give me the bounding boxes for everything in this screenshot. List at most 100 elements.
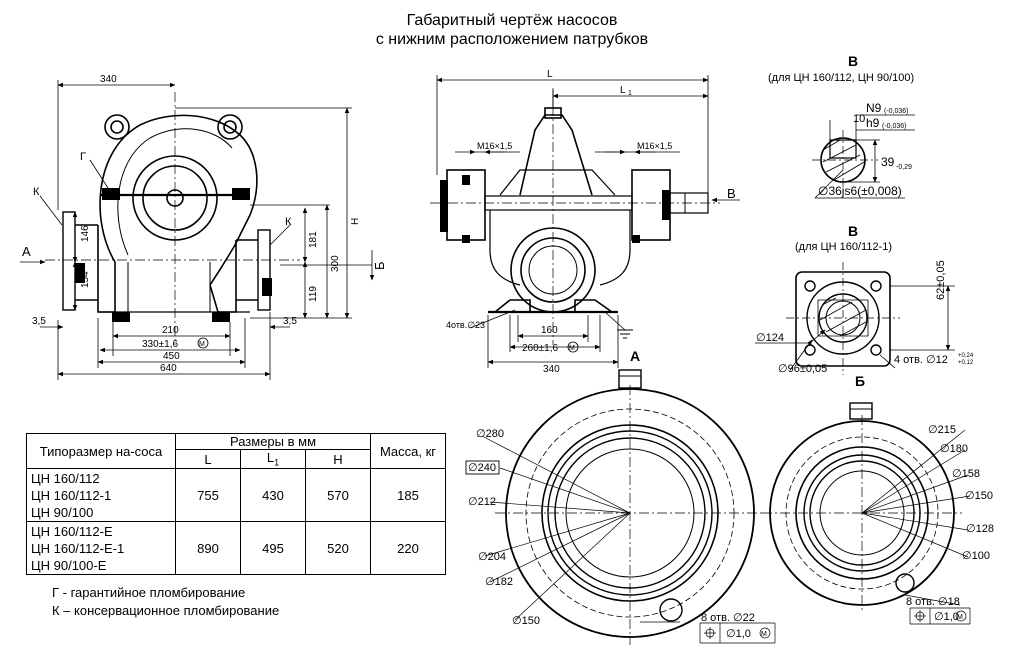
header-model: Типоразмер на-сосa [26, 433, 176, 469]
row1-models: ЦН 160/112 ЦН 160/112-1 ЦН 90/100 [26, 468, 176, 522]
mid-top-casing [519, 114, 593, 196]
row2-mass: 220 [370, 521, 446, 575]
row1-L: 755 [175, 468, 241, 522]
table-row: ЦН 160/112-Е ЦН 160/112-Е-1 ЦН 90/100-Е … [26, 521, 446, 575]
dim-v2-tol-minus: +0,12 [958, 360, 974, 366]
flange-a-title: А [630, 348, 640, 364]
svg-text:M: M [569, 345, 575, 352]
header-L1: L1 [240, 449, 306, 469]
dim-146: 146 [80, 225, 91, 242]
dim-3-5-left: 3,5 [32, 316, 46, 327]
header-dims: Размеры в мм [175, 432, 371, 451]
dim-L: L [547, 69, 553, 80]
dim-v2-holes: 4 отв. ∅12 [894, 354, 948, 366]
left-view-dimensions [20, 80, 375, 380]
left-volute-casing [99, 114, 258, 286]
dim-L1: L [620, 85, 626, 96]
dim-N9-tol: (-0,036) [884, 108, 909, 115]
note-guarantee-seal: Г - гарантийное пломбирование [52, 585, 246, 600]
dim-H: H [350, 218, 361, 225]
dim-a-280: ∅280 [476, 428, 504, 440]
note-conservation-seal: К – консервационное пломбирование [52, 603, 280, 618]
dim-160: 160 [541, 325, 558, 336]
header-L1-main: L [266, 450, 275, 466]
dim-330: 330±1,6 [142, 339, 179, 350]
row2-L1: 495 [240, 521, 306, 575]
dim-a-182: ∅182 [485, 576, 513, 588]
dim-m16-left: М16×1,5 [477, 141, 512, 151]
table-subheader-row: L L1 H [27, 449, 446, 469]
row1-model-3: ЦН 90/100 [31, 504, 94, 520]
label-A-arrow: А [22, 244, 31, 259]
dim-b-tol: ∅1,0 [934, 611, 959, 623]
flange-b-bolt-hole [895, 573, 915, 593]
view-v1: В (для ЦН 160/112, ЦН 90/100) 10 N9 (-0,… [768, 53, 915, 199]
dim-holes-23: 4отв.∅23 [446, 320, 485, 330]
row2-model-3: ЦН 90/100-Е [31, 557, 107, 573]
dim-a-212: ∅212 [468, 496, 496, 508]
dim-260: 260±1,6 [522, 343, 559, 354]
row1-mass: 185 [370, 468, 446, 522]
dim-m16-right: М16×1,5 [637, 141, 672, 151]
row1-model-2: ЦН 160/112-1 [31, 487, 112, 503]
dim-a-holes: 8 отв. ∅22 [701, 612, 755, 624]
left-top-lug-right [217, 114, 243, 140]
dim-b-215: ∅215 [928, 424, 956, 436]
svg-text:M: M [199, 341, 205, 348]
spec-table: Типоразмер на-сосa Размеры в мм Масса, к… [26, 432, 446, 575]
dim-210: 210 [162, 325, 179, 336]
dim-119: 119 [308, 286, 319, 302]
dim-640: 640 [160, 363, 177, 374]
dim-v2-tol-plus: +0,24 [958, 353, 974, 359]
label-B-arrow: Б [372, 261, 387, 270]
dim-b-150: ∅150 [965, 490, 993, 502]
dim-b-128: ∅128 [966, 523, 994, 535]
dim-b-158: ∅158 [952, 468, 980, 480]
view-v2: В (для ЦН 160/112-1) 62±0,05 ∅124 ∅96±0,… [755, 223, 974, 375]
dim-a-tol: ∅1,0 [726, 628, 751, 640]
dim-96: ∅96±0,05 [778, 363, 827, 375]
dim-a-204: ∅204 [478, 551, 506, 563]
row1-H: 570 [305, 468, 371, 522]
dim-a-150: ∅150 [512, 615, 540, 627]
dim-154: 154 [80, 271, 91, 288]
dim-3-5-right: 3,5 [283, 316, 297, 327]
dim-h9-tol: (-0,036) [882, 123, 907, 130]
dim-181: 181 [308, 231, 319, 248]
title-line-1: Габаритный чертёж насосов [406, 12, 618, 29]
left-volute-inner [117, 128, 233, 256]
left-top-lug-right-hole [223, 120, 237, 134]
left-view-labels: 340 146 154 181 119 300 H 3,5 3,5 210 33… [22, 74, 387, 374]
dim-39-tol: -0,29 [896, 164, 912, 171]
left-top-lug-left-hole [110, 120, 124, 134]
dim-L1-sub: 1 [628, 90, 632, 97]
view-v1-subtitle: (для ЦН 160/112, ЦН 90/100) [768, 72, 914, 84]
label-V-arrow: В [727, 186, 736, 201]
flange-a: А ∅280 [465, 348, 776, 645]
dim-b-holes: 8 отв. ∅18 [906, 596, 960, 608]
left-top-lug-left [104, 114, 130, 140]
dim-300: 300 [330, 255, 341, 272]
dim-124: ∅124 [756, 332, 784, 344]
label-G: Г [80, 151, 86, 163]
view-v2-title: В [848, 223, 858, 239]
dim-b-m: M [957, 614, 963, 621]
row2-L: 890 [175, 521, 241, 575]
header-L1-sub: 1 [274, 457, 280, 468]
header-L: L [175, 449, 241, 469]
dim-340-top: 340 [100, 74, 117, 85]
flange-a-bolt-hole [659, 598, 683, 622]
dim-340-mid: 340 [543, 364, 560, 375]
dim-shaft-36: ∅36js6(±0,008) [818, 184, 902, 198]
dim-N9: N9 [866, 101, 882, 115]
row1-L1: 430 [240, 468, 306, 522]
row2-H: 520 [305, 521, 371, 575]
middle-view-dimensions [436, 75, 740, 368]
dim-a-240: ∅240 [468, 462, 496, 474]
view-v1-title: В [848, 53, 858, 69]
table-header-row: Типоразмер на-сосa Размеры в мм Масса, к… [26, 432, 446, 469]
dim-b-100: ∅100 [962, 550, 990, 562]
middle-view-labels: L L 1 М16×1,5 М16×1,5 4отв.∅23 160 260±1… [446, 69, 736, 375]
row1-model-1: ЦН 160/112 [31, 470, 100, 486]
